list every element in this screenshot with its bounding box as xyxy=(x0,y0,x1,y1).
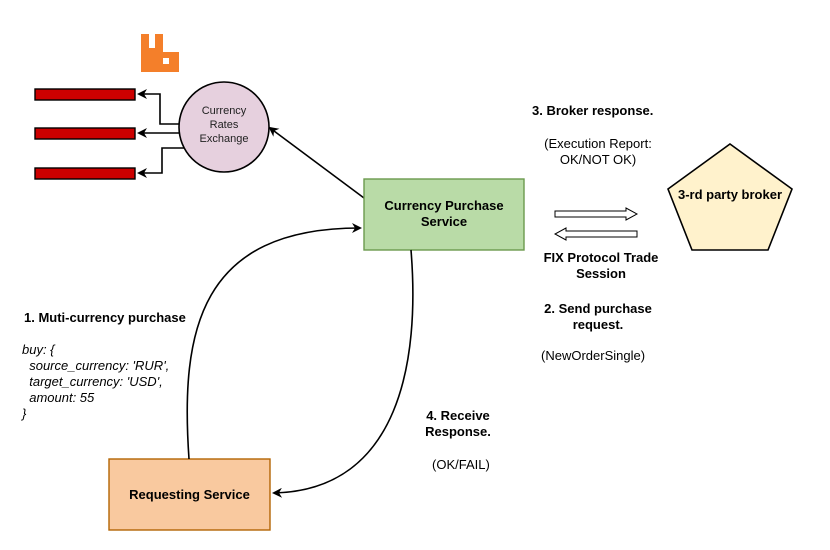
purchase-request-arrow xyxy=(186,223,362,460)
requesting-service-label: Requesting Service xyxy=(129,487,250,502)
fix-receive-arrow xyxy=(553,227,638,241)
step3-detail: (Execution Report: OK/NOT OK) xyxy=(544,136,652,167)
purchase-service-label: Currency Purchase Service xyxy=(384,198,504,229)
step4-title: 4. Receive Response. xyxy=(425,408,491,439)
requesting-service-node xyxy=(108,458,271,531)
step4-detail: (OK/FAIL) xyxy=(432,457,490,472)
queue-3 xyxy=(34,167,136,180)
service-to-exchange-arrow xyxy=(268,126,365,199)
exchange-label: Currency Rates Exchange xyxy=(199,105,249,145)
step3-title: 3. Broker response. xyxy=(532,103,654,118)
exchange-to-queue-1-arrow xyxy=(137,89,183,125)
step1-code: buy: { source_currency: 'RUR', target_cu… xyxy=(22,342,170,421)
purchase-response-arrow xyxy=(272,249,414,498)
third-party-broker-node xyxy=(667,143,793,251)
step2-detail: (NewOrderSingle) xyxy=(541,348,646,363)
step1-title: 1. Muti-currency purchase xyxy=(24,310,186,325)
step2-title: 2. Send purchase request. xyxy=(544,301,652,332)
queue-1 xyxy=(34,88,136,101)
fix-send-arrow xyxy=(554,207,639,221)
rabbitmq-logo-icon xyxy=(141,34,179,72)
exchange-to-queue-3-arrow xyxy=(137,147,185,178)
currency-purchase-service-node xyxy=(363,178,525,251)
broker-label: 3-rd party broker xyxy=(677,187,783,202)
queue-2 xyxy=(34,127,136,140)
fix-session-label: FIX Protocol Trade Session xyxy=(543,250,659,281)
